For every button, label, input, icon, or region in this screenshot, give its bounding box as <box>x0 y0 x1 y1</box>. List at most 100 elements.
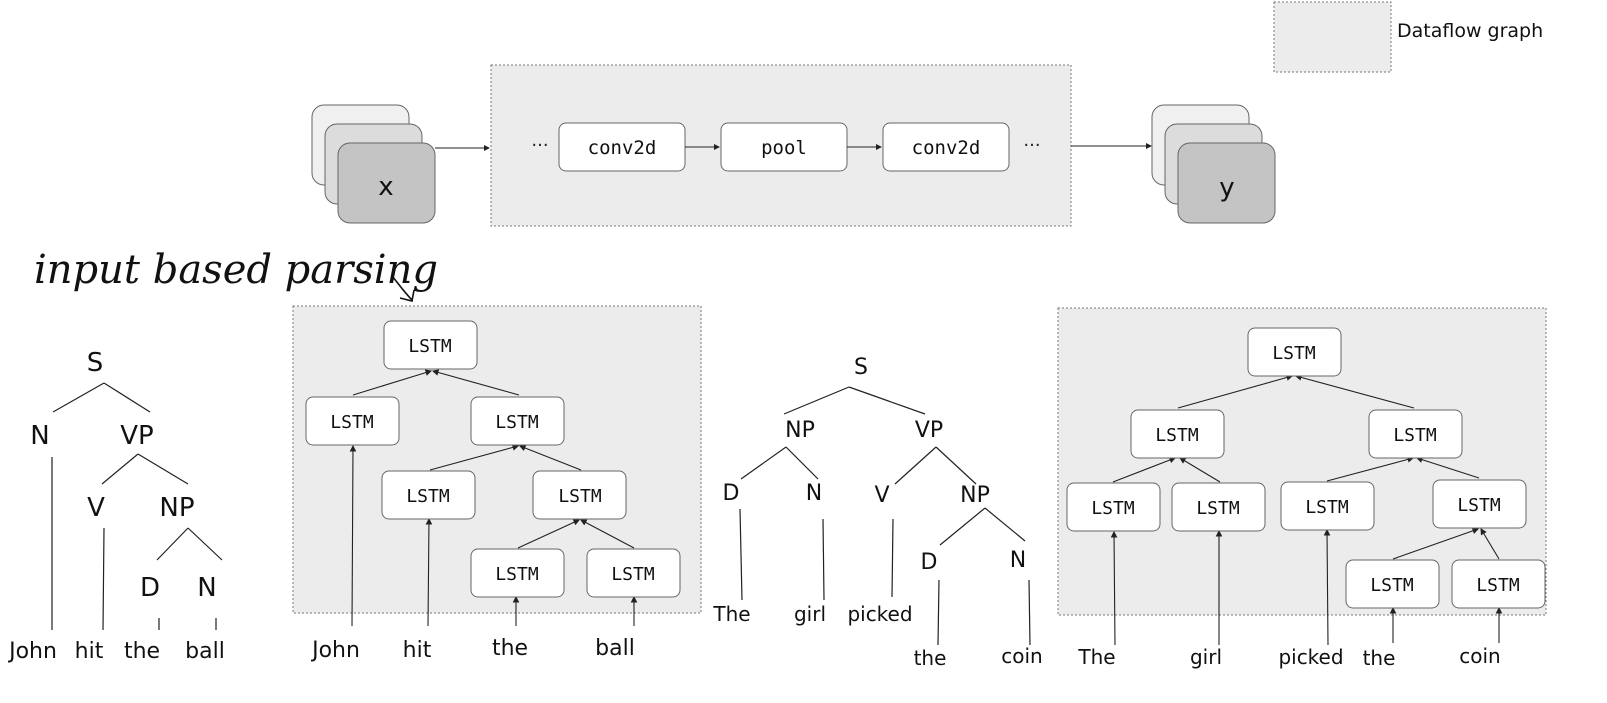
tree1-node-VP: VP <box>120 421 153 451</box>
input-x-box <box>337 142 436 224</box>
lstm-tree-girl: LSTM LSTM LSTM LSTM LSTM LSTM LSTM LSTM … <box>1057 307 1547 670</box>
tree1-edge <box>103 382 151 413</box>
lstm1-word: ball <box>595 636 635 661</box>
lstm2-word: coin <box>1459 644 1500 668</box>
lstm-cell <box>1130 409 1225 459</box>
lstm-cell-label: LSTM <box>1457 495 1501 516</box>
tree1-word: hit <box>75 639 104 664</box>
lstm-cell <box>1247 327 1342 377</box>
tree2-word: The <box>712 602 750 626</box>
lstm2-edge <box>1415 456 1480 479</box>
lstm1-edge <box>352 369 433 396</box>
lstm2-edge <box>1480 528 1500 560</box>
parse-tree-girl <box>739 386 1031 646</box>
tree1-edge <box>156 527 189 561</box>
tree2-node-VP: VP <box>915 418 943 443</box>
lstm-cell <box>470 548 565 598</box>
tree1-node-N: N <box>30 421 49 451</box>
tree1-edge <box>101 453 139 485</box>
lstm2-edge <box>1392 527 1480 560</box>
lstm1-edge <box>580 519 635 549</box>
lstm-cell-label: LSTM <box>330 412 374 433</box>
tree2-edge <box>1028 579 1031 646</box>
lstm-cell <box>1345 559 1440 609</box>
tree2-edge <box>848 386 926 415</box>
lstm-cell-label: LSTM <box>1476 575 1520 596</box>
op-conv2d-2-label: conv2d <box>912 137 981 159</box>
op-pool-label: pool <box>761 137 807 159</box>
tree1-word: John <box>7 639 57 664</box>
tree2-node-NP2: NP <box>960 483 990 508</box>
handwritten-text: input based parsing <box>34 247 438 293</box>
lstm1-edge <box>517 519 580 549</box>
lstm-cell-label: LSTM <box>1393 425 1437 446</box>
tree1-node-D: D <box>140 573 160 603</box>
tree2-edge <box>891 518 894 598</box>
lstm-cell-label: LSTM <box>1305 497 1349 518</box>
tree1-node-S: S <box>87 348 104 378</box>
tree1-edge <box>187 527 223 561</box>
lstm2-edge <box>1326 456 1415 482</box>
lstm-cell <box>1451 559 1546 609</box>
lstm-cell <box>1066 482 1161 532</box>
lstm-cell <box>1280 481 1375 531</box>
tree2-edge <box>935 446 977 485</box>
lstm-cell-label: LSTM <box>495 564 539 585</box>
parse-tree-girl-labels: S NP VP D N V NP D N <box>723 355 1027 575</box>
lstm2-word: girl <box>1190 645 1222 669</box>
lstm-cell <box>1171 482 1266 532</box>
tree2-node-D: D <box>723 481 740 506</box>
tree1-words: John hit the ball <box>7 639 225 664</box>
tree2-edge <box>984 507 1026 542</box>
handwritten-arrow-stem <box>391 275 413 301</box>
lstm-cell-label: LSTM <box>1272 343 1316 364</box>
lstm-cell-label: LSTM <box>611 564 655 585</box>
lstm1-edge <box>431 369 520 396</box>
lstm1-word: the <box>492 636 528 661</box>
lstm-cell-label: LSTM <box>1155 425 1199 446</box>
top-pipeline: x ··· conv2d pool conv2d ··· y <box>311 64 1276 227</box>
input-x-label: x <box>378 172 393 202</box>
parse-tree-john-labels: S N VP V NP D N <box>30 348 216 603</box>
op-conv2d-2 <box>882 122 1010 172</box>
tree1-edge <box>137 453 189 485</box>
tree2-word: girl <box>794 602 826 626</box>
parse-tree-john <box>51 382 223 631</box>
tree1-edge <box>52 382 105 413</box>
handwritten-arrow-head <box>399 289 415 302</box>
lstm1-input-arrow <box>425 517 433 627</box>
tree2-edge <box>894 446 937 485</box>
lstm-cell <box>532 470 627 520</box>
lstm2-word: The <box>1077 645 1115 669</box>
tree2-node-NP: NP <box>785 418 815 443</box>
lstm1-word: John <box>310 638 360 663</box>
tree1-edge <box>102 527 105 631</box>
lstm-cell <box>470 396 565 446</box>
ellipsis-right: ··· <box>1023 135 1040 156</box>
legend-swatch <box>1273 1 1392 73</box>
lstm1-edge <box>518 444 582 471</box>
tree1-word: the <box>124 639 160 664</box>
tree1-node-V: V <box>87 493 105 523</box>
lstm2-word: picked <box>1278 645 1343 669</box>
legend-label: Dataflow graph <box>1397 20 1543 42</box>
lstm1-word: hit <box>403 638 432 663</box>
lstm2-word: the <box>1363 646 1396 670</box>
lstm-tree-john: LSTM LSTM LSTM LSTM LSTM LSTM LSTM John … <box>292 305 702 663</box>
op-conv2d-1-label: conv2d <box>588 137 657 159</box>
legend: Dataflow graph <box>1273 1 1543 73</box>
output-y-box <box>1177 142 1276 224</box>
tree2-edge <box>937 579 940 646</box>
lstm2-input-arrow <box>1110 530 1118 646</box>
lstm-cell <box>381 470 476 520</box>
tree1-word: ball <box>185 639 225 664</box>
tree1-node-N2: N <box>197 573 216 603</box>
lstm-cell <box>1432 479 1527 529</box>
lstm-cell <box>305 396 400 446</box>
lstm-cell <box>383 320 478 370</box>
lstm-cell-label: LSTM <box>1370 575 1414 596</box>
lstm-cell-label: LSTM <box>406 486 450 507</box>
lstm1-input-arrow <box>349 444 357 627</box>
tree1-node-NP: NP <box>159 493 194 523</box>
